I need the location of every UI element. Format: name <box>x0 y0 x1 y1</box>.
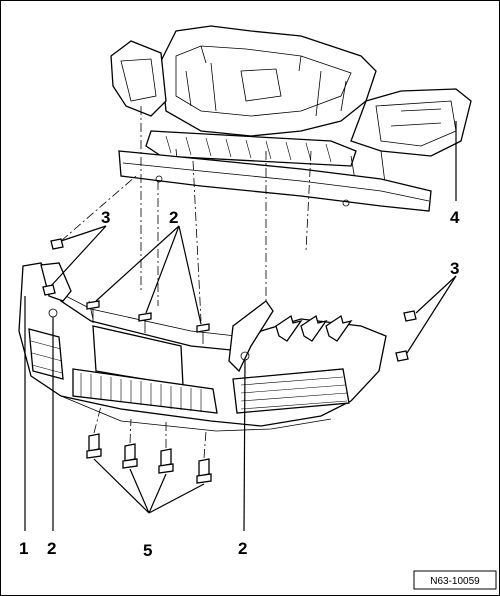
fasteners <box>42 238 417 484</box>
impact-beam <box>118 150 432 212</box>
leader-lines <box>24 121 457 532</box>
callout-3-left: 3 <box>101 208 110 227</box>
lock-carrier-assembly <box>110 25 472 192</box>
callout-2-left: 2 <box>47 539 56 558</box>
callout-5: 5 <box>143 541 152 560</box>
callout-1: 1 <box>19 539 28 558</box>
reference-box: N63-10059 <box>413 570 497 590</box>
reference-number: N63-10059 <box>430 576 480 587</box>
callout-labels: 3 2 4 3 1 2 5 2 <box>19 208 460 560</box>
callout-2-top: 2 <box>169 208 178 227</box>
callout-4: 4 <box>450 208 460 227</box>
callout-3-right: 3 <box>450 259 459 278</box>
callout-2-right: 2 <box>238 539 247 558</box>
bumper-cover <box>18 262 387 432</box>
